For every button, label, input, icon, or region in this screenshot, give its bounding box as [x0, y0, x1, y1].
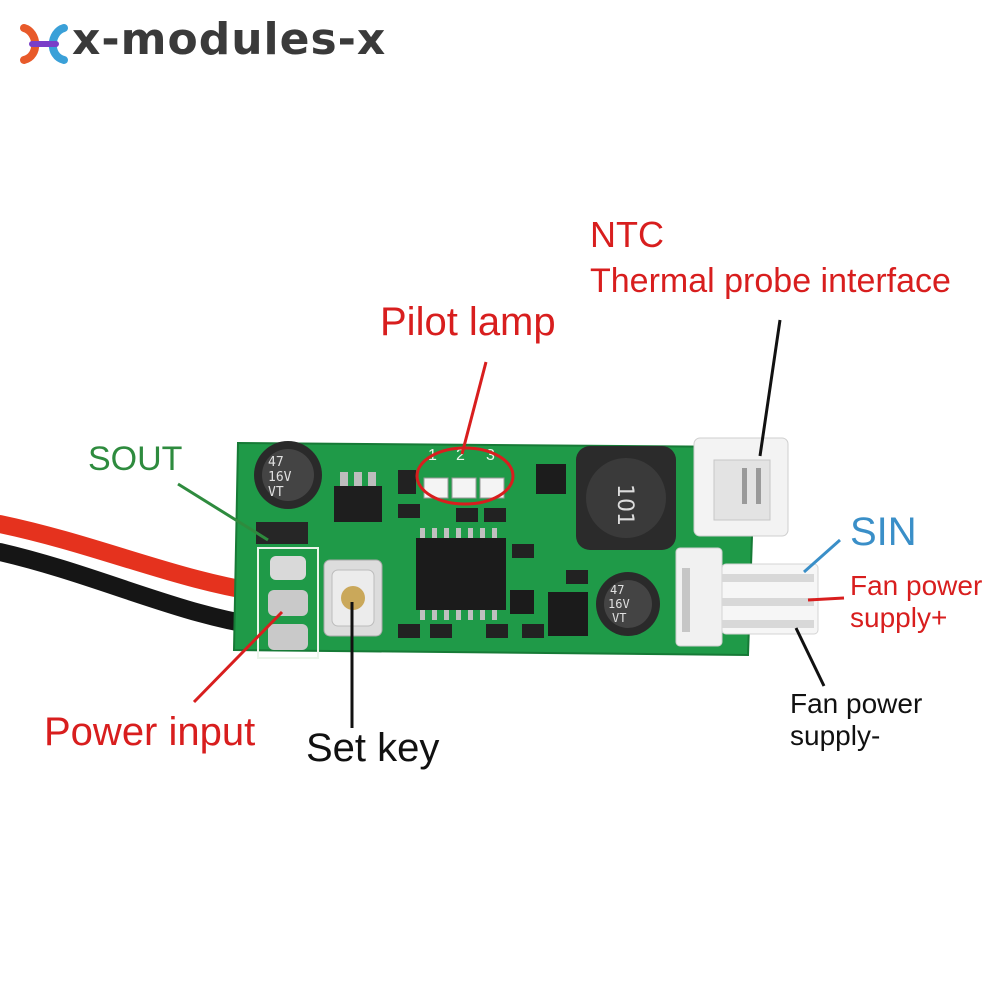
callout-line-ntc — [758, 319, 782, 457]
inductor-text: 101 — [612, 484, 637, 526]
callouts — [177, 319, 845, 728]
label-set-key: Set key — [306, 726, 440, 770]
label-ntc: NTC — [590, 214, 664, 255]
label-fan-minus: Fan power supply- — [790, 688, 922, 752]
callout-line-sin — [803, 538, 841, 574]
label-pilot-lamp: Pilot lamp — [380, 300, 556, 344]
callout-line-fanplus — [807, 596, 845, 602]
label-sin: SIN — [850, 510, 917, 554]
cap-right-text-2: 16V — [608, 597, 630, 611]
callout-line-sout — [177, 482, 269, 542]
fan-connector — [675, 547, 819, 647]
label-power-input: Power input — [44, 710, 256, 754]
callout-ellipse-pilot — [415, 446, 515, 506]
callout-line-power — [192, 610, 284, 704]
callout-line-fanminus — [794, 627, 826, 687]
label-fan-minus-line1: Fan power — [790, 688, 923, 719]
cap-right-text-3: VT — [612, 611, 626, 625]
label-sout: SOUT — [88, 440, 183, 478]
label-thermal-probe: Thermal probe interface — [590, 262, 951, 300]
led-number-2: 2 — [456, 447, 465, 464]
label-fan-plus-line2: supply+ — [850, 602, 948, 633]
capacitor-right: 47 16V VT — [596, 572, 660, 636]
cap-left-text-1: 47 — [268, 455, 284, 470]
label-fan-plus-line1: Fan power — [850, 570, 983, 601]
callout-line-pilot — [460, 361, 488, 455]
capacitor-left: 47 16V VT — [254, 441, 322, 509]
ntc-connector — [693, 437, 789, 537]
brand-wordmark: x-modules-x — [72, 14, 387, 65]
inductor: 101 — [576, 446, 676, 550]
label-fan-minus-line2: supply- — [790, 720, 881, 751]
label-fan-plus: Fan power supply+ — [850, 570, 982, 634]
brand-logo — [18, 22, 70, 66]
pcb-board: 47 16V VT 1 2 3 — [232, 437, 819, 659]
main-ic — [416, 528, 506, 620]
cap-left-text-2: 16V — [268, 470, 292, 485]
cap-right-text-1: 47 — [610, 583, 624, 597]
cap-left-text-3: VT — [268, 485, 284, 500]
led-number-3: 3 — [486, 447, 495, 464]
logo-x-icon — [20, 24, 68, 64]
